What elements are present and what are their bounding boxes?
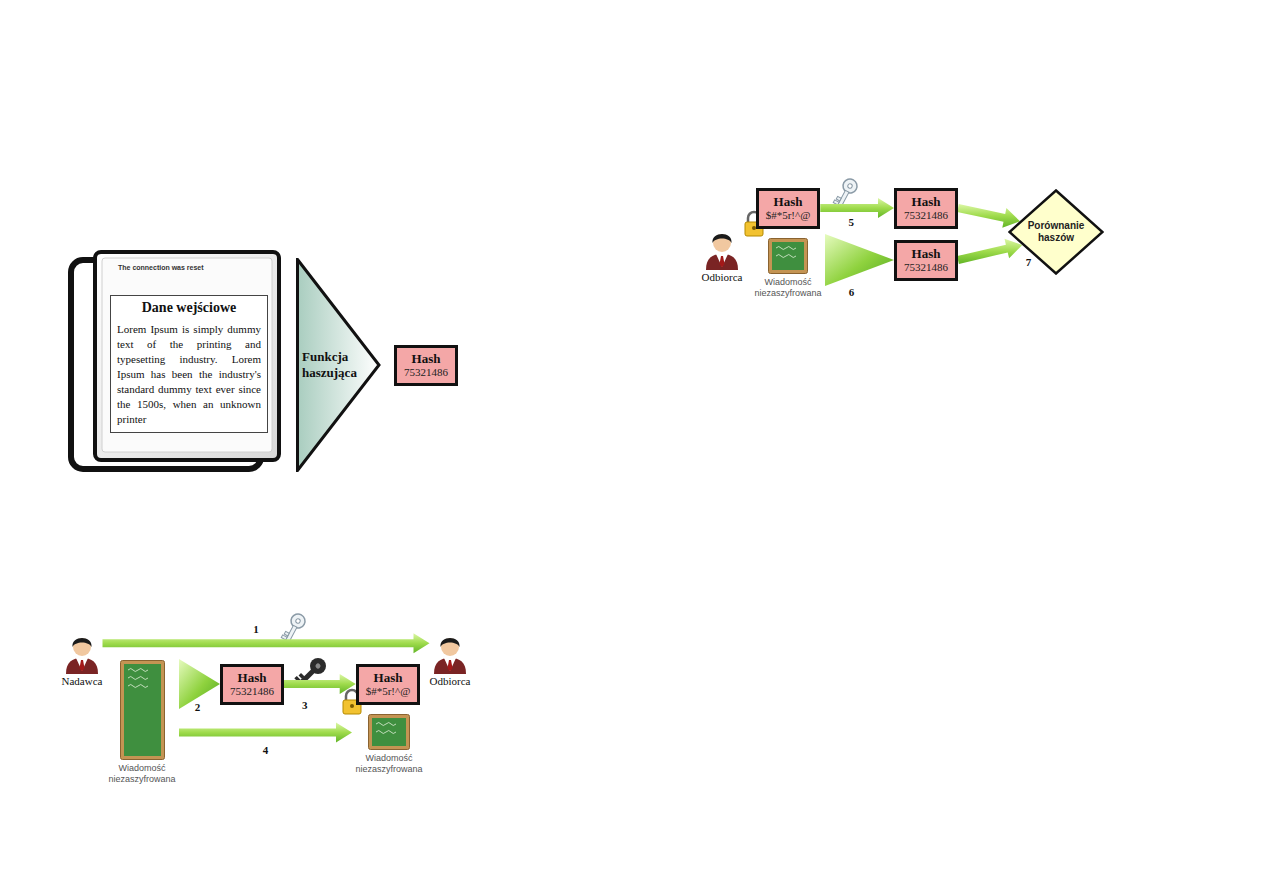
input-heading: Dane wejściowe: [117, 299, 261, 316]
hash-box: Hash75321486: [894, 188, 958, 229]
flow-arrow: [820, 198, 894, 218]
callout-number: 6: [848, 286, 856, 298]
hash-title: Hash: [766, 194, 811, 209]
wedge-arrow: [825, 234, 894, 286]
message-board: Wiadomość niezaszyfrowana: [105, 660, 179, 785]
person-icon: Nadawca: [62, 632, 103, 688]
callout-number: 7: [1025, 256, 1033, 268]
flow-arrow: [179, 723, 352, 743]
input-body: Lorem Ipsum is simply dummy text of the …: [117, 322, 261, 427]
hash-title: Hash: [904, 246, 948, 261]
person-figure: [64, 632, 100, 674]
callout-number: 5: [847, 216, 855, 228]
document-stack: The connection was resetDane wejścioweLo…: [68, 250, 282, 472]
hash-box: Hash75321486: [894, 240, 958, 281]
callout-number: 3: [301, 699, 309, 711]
hash-title: Hash: [404, 351, 448, 366]
decision-diamond: Porównanie haszów: [1008, 189, 1104, 275]
message-board-picture: [368, 714, 410, 750]
hash-box: Hash$#*5r!^@: [756, 188, 821, 229]
hash-title: Hash: [366, 670, 411, 685]
page-title: The connection was reset: [118, 264, 204, 271]
hash-title: Hash: [230, 670, 274, 685]
person-icon: Odbiorca: [702, 228, 743, 284]
hash-value: $#*5r!^@: [766, 209, 811, 222]
hash-value: 75321486: [230, 685, 274, 698]
message-caption: Wiadomość niezaszyfrowana: [751, 277, 825, 299]
hash-value: 75321486: [904, 261, 948, 274]
callout-number: 2: [194, 701, 202, 713]
hash-function-triangle: Funkcja haszująca: [296, 258, 381, 472]
hash-box: Hash75321486: [394, 345, 458, 386]
message-caption: Wiadomość niezaszyfrowana: [352, 753, 426, 775]
callout-number: 4: [262, 744, 270, 756]
person-name: Odbiorca: [430, 675, 471, 688]
message-board-picture: [768, 238, 808, 274]
hash-box: Hash$#*5r!^@: [356, 664, 421, 705]
flow-arrow: [103, 633, 430, 653]
flow-arrow: [957, 239, 1022, 264]
callout-number: 1: [252, 623, 260, 635]
person-figure: [704, 228, 740, 270]
flow-arrow: [284, 674, 356, 694]
hash-value: 75321486: [904, 209, 948, 222]
person-name: Nadawca: [62, 675, 103, 688]
flow-arrow: [957, 204, 1020, 228]
decision-label: Porównanie haszów: [1023, 220, 1089, 244]
text-box: Dane wejścioweLorem Ipsum is simply dumm…: [110, 295, 268, 433]
hash-box: Hash75321486: [220, 664, 284, 705]
message-board-picture: [120, 660, 165, 760]
message-caption: Wiadomość niezaszyfrowana: [105, 763, 179, 785]
hash-value: 75321486: [404, 366, 448, 379]
hash-value: $#*5r!^@: [366, 685, 411, 698]
person-name: Odbiorca: [702, 271, 743, 284]
hash-title: Hash: [904, 194, 948, 209]
person-icon: Odbiorca: [430, 632, 471, 688]
person-figure: [432, 632, 468, 674]
message-board: Wiadomość niezaszyfrowana: [751, 238, 825, 299]
function-label: Funkcja haszująca: [302, 349, 381, 381]
message-board: Wiadomość niezaszyfrowana: [352, 714, 426, 775]
